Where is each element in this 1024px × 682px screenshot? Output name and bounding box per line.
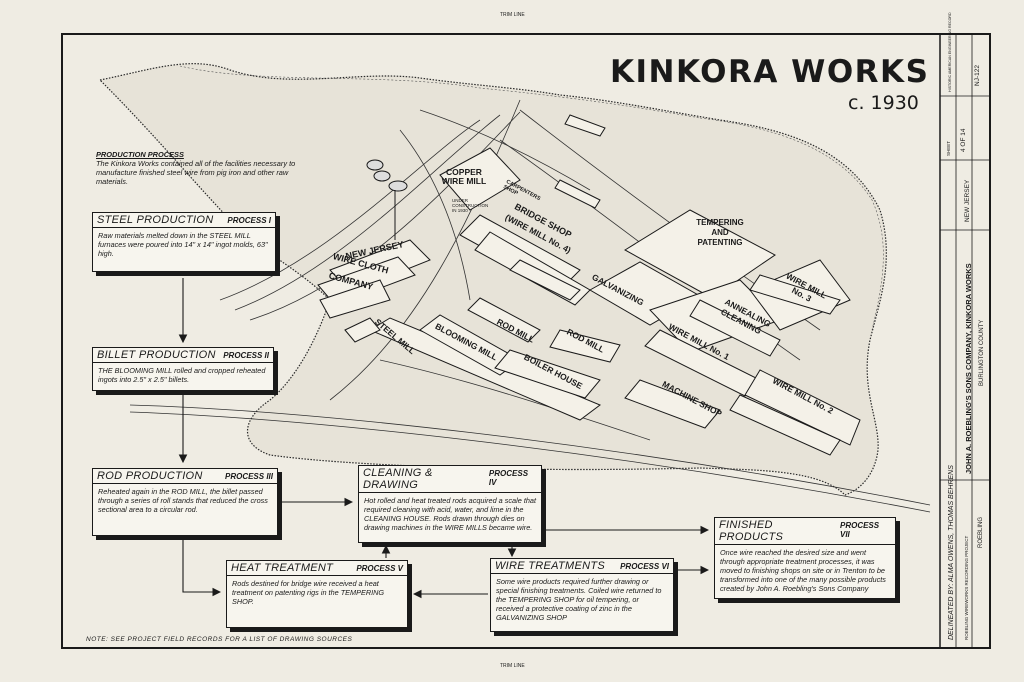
tb-location: BURLINGTON COUNTY — [979, 320, 985, 386]
process-title: STEEL PRODUCTION — [97, 214, 213, 226]
process-title: WIRE TREATMENTS — [495, 560, 605, 572]
intro-text: The Kinkora Works contained all of the f… — [96, 159, 296, 186]
process-box-steel-production: STEEL PRODUCTION PROCESS I Raw materials … — [92, 212, 276, 272]
process-title: FINISHED PRODUCTS — [719, 519, 840, 543]
process-number: PROCESS I — [227, 216, 271, 225]
process-text: Raw materials melted down in the STEEL M… — [93, 228, 275, 261]
process-text: Reheated again in the ROD MILL, the bill… — [93, 484, 277, 517]
tb-delineated: DELINEATED BY: ALMA OWENS, THOMAS BEHREN… — [948, 465, 955, 640]
tb-town: ROEBLING — [978, 517, 984, 548]
page-date: c. 1930 — [848, 92, 919, 114]
process-text: Once wire reached the desired size and w… — [715, 545, 895, 596]
tb-sheet: SHEET — [946, 141, 951, 156]
drawing-sources-note: NOTE: SEE PROJECT FIELD RECORDS FOR A LI… — [86, 636, 352, 643]
process-title: HEAT TREATMENT — [231, 562, 333, 574]
trim-line-bottom: TRIM LINE — [500, 663, 525, 669]
process-number: PROCESS VII — [840, 521, 891, 539]
process-text: THE BLOOMING MILL rolled and cropped reh… — [93, 363, 273, 387]
tb-sheet-number: 4 OF 14 — [960, 129, 967, 152]
page-title: KINKORA WORKS — [610, 54, 929, 90]
process-number: PROCESS V — [356, 564, 403, 573]
process-title: BILLET PRODUCTION — [97, 349, 216, 361]
process-box-wire-treatments: WIRE TREATMENTS PROCESS VI Some wire prod… — [490, 558, 674, 632]
arrow-rod-to-heat — [183, 538, 220, 592]
process-text: Some wire products required further draw… — [491, 574, 673, 625]
production-process-intro: PRODUCTION PROCESS The Kinkora Works con… — [96, 150, 296, 186]
process-number: PROCESS IV — [489, 469, 537, 487]
intro-heading: PRODUCTION PROCESS — [96, 150, 296, 159]
process-title: CLEANING & DRAWING — [363, 467, 489, 491]
process-text: Hot rolled and heat treated rods acquire… — [359, 493, 541, 535]
tb-recording: ROEBLING WIREWORKS RECORDING PROJECT — [964, 536, 969, 640]
tb-state: NEW JERSEY — [964, 180, 971, 222]
trim-line-top: TRIM LINE — [500, 12, 525, 18]
process-box-heat-treatment: HEAT TREATMENT PROCESS V Rods destined fo… — [226, 560, 408, 628]
tb-project: JOHN A. ROEBLING'S SONS COMPANY, KINKORA… — [964, 263, 973, 474]
process-number: PROCESS III — [225, 472, 273, 481]
process-title: ROD PRODUCTION — [97, 470, 203, 482]
process-box-billet-production: BILLET PRODUCTION PROCESS II THE BLOOMING… — [92, 347, 274, 391]
process-text: Rods destined for bridge wire received a… — [227, 576, 407, 609]
process-number: PROCESS II — [223, 351, 269, 360]
tb-haer-number: NJ-122 — [974, 65, 981, 86]
tb-haer: HISTORIC AMERICAN ENGINEERING RECORD — [948, 12, 952, 92]
process-box-rod-production: ROD PRODUCTION PROCESS III Reheated again… — [92, 468, 278, 536]
process-number: PROCESS VI — [620, 562, 669, 571]
